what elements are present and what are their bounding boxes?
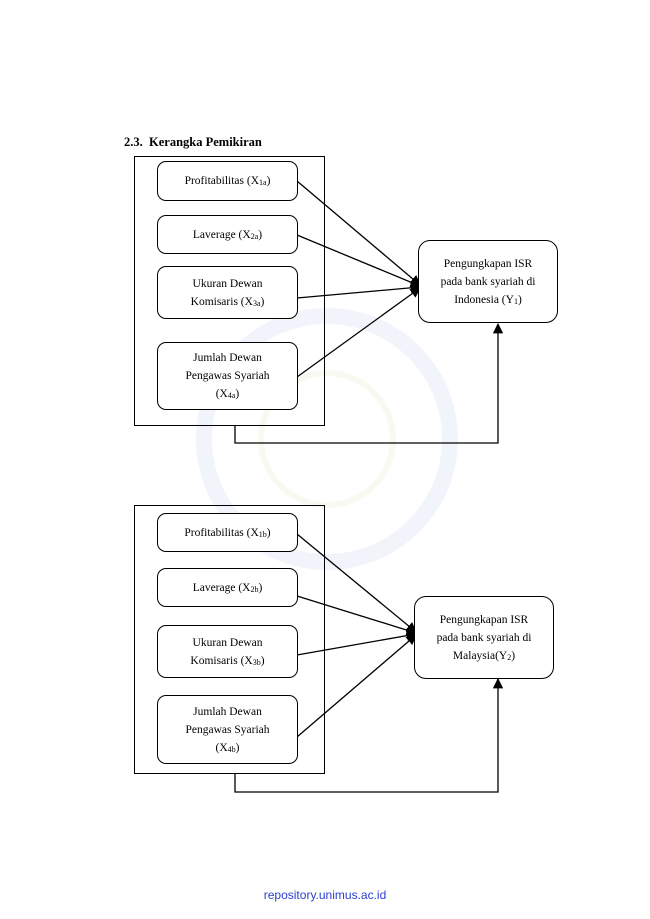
arrow-x1a-to-y1: [296, 180, 421, 286]
arrow-x4a-to-y1: [296, 287, 421, 378]
frame-indonesia-variables: [134, 156, 325, 426]
target-isr-indonesia-y1: Pengungkapan ISR pada bank syariah di In…: [418, 240, 558, 323]
arrow-frame-b-to-y2: [234, 677, 504, 793]
arrow-x3a-to-y1: [296, 282, 422, 299]
var-profitabilitas-x1b: Profitabilitas (X1b): [157, 513, 298, 552]
arrow-x4b-to-y2: [296, 634, 417, 738]
var-ukuran-dewan-komisaris-x3b: Ukuran Dewan Komisaris (X3b): [157, 625, 298, 678]
section-title: Kerangka Pemikiran: [149, 135, 262, 149]
var-laverage-x2a: Laverage (X2a): [157, 215, 298, 254]
target-isr-malaysia-y2: Pengungkapan ISR pada bank syariah di Ma…: [414, 596, 554, 679]
frame-malaysia-variables: [134, 505, 325, 774]
var-profitabilitas-x1a: Profitabilitas (X1a): [157, 161, 298, 201]
watermark-seal-inner: [258, 370, 396, 508]
section-number: 2.3.: [124, 135, 143, 149]
arrow-x2a-to-y1: [296, 234, 421, 288]
var-ukuran-dewan-komisaris-x3a: Ukuran Dewan Komisaris (X3a): [157, 266, 298, 319]
arrow-frame-a-to-y1: [234, 322, 504, 444]
var-jumlah-dewan-pengawas-syariah-x4a: Jumlah Dewan Pengawas Syariah (X4a): [157, 342, 298, 410]
section-heading: 2.3. Kerangka Pemikiran: [124, 135, 262, 150]
var-jumlah-dewan-pengawas-syariah-x4b: Jumlah Dewan Pengawas Syariah (X4b): [157, 695, 298, 764]
repository-footer-link[interactable]: repository.unimus.ac.id: [263, 888, 387, 902]
arrow-x1b-to-y2: [296, 533, 417, 633]
var-laverage-x2b: Laverage (X2b): [157, 568, 298, 607]
arrow-x2b-to-y2: [296, 595, 417, 636]
arrow-x3b-to-y2: [296, 630, 418, 656]
